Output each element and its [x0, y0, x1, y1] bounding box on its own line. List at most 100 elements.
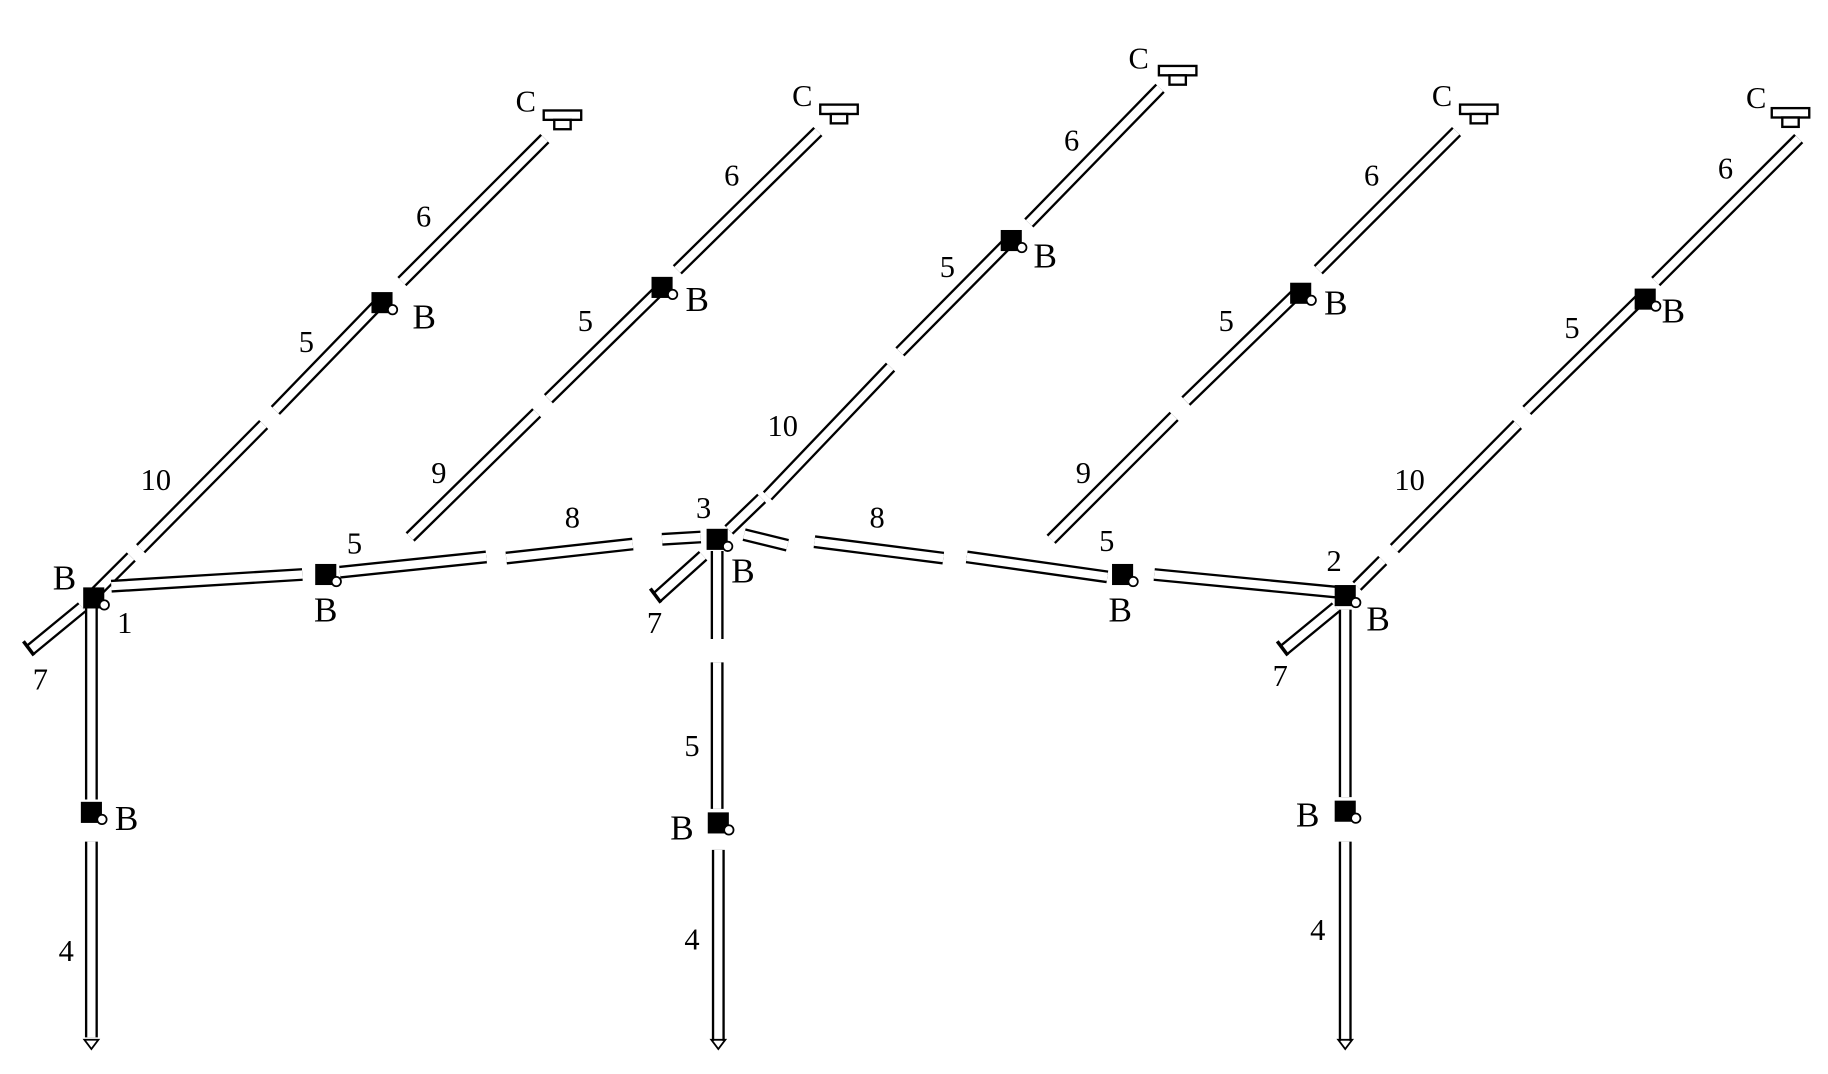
c-end-cap-body	[1781, 116, 1800, 129]
connector-label: B	[731, 552, 754, 591]
pipe-segment-fill	[111, 570, 303, 591]
b-connector-pin	[1650, 300, 1662, 312]
pipe-segment-fill	[339, 552, 487, 577]
pipe-segment-fill	[399, 135, 548, 285]
connector-label: B	[1662, 292, 1685, 331]
pipe-segment-fill	[1652, 135, 1802, 285]
part-number-label: 2	[1326, 544, 1341, 578]
end-stub	[648, 587, 663, 604]
c-end-cap-icon	[542, 109, 583, 122]
end-stub	[22, 640, 36, 657]
part-number-label: 7	[33, 662, 48, 696]
pipe-segment-fill	[505, 539, 634, 563]
pipe-segment-fill	[93, 554, 135, 595]
pipe-segment-fill	[1354, 557, 1386, 590]
b-connector-pin	[1016, 242, 1028, 254]
part-number-label: 5	[684, 729, 699, 763]
connector-label: B	[1034, 236, 1057, 275]
part-number-label: 4	[684, 922, 699, 956]
pipe-segment-fill	[726, 495, 765, 533]
pipe-segment-fill	[1153, 570, 1337, 597]
part-number-label: 5	[299, 325, 314, 359]
part-number-label: 8	[869, 501, 884, 535]
c-end-cap-icon	[1458, 103, 1499, 116]
part-number-label: 6	[1718, 151, 1733, 185]
foot-arrow-icon	[709, 1038, 728, 1051]
pipe-segment-fill	[1183, 286, 1304, 405]
part-number-label: 7	[1273, 659, 1288, 693]
pipe-segment-fill	[764, 364, 894, 499]
pipe-segment-fill	[966, 552, 1108, 581]
connector-label: B	[686, 280, 709, 319]
connector-label: B	[412, 297, 435, 336]
b-connector-pin	[1305, 294, 1317, 306]
c-end-cap-body	[1469, 112, 1489, 125]
pipe-segment-fill	[661, 532, 701, 544]
pipe-segment-fill	[653, 552, 706, 601]
connector-label: B	[1109, 590, 1132, 629]
b-connector-pin	[1350, 597, 1362, 609]
c-end-cap-icon	[1157, 64, 1198, 77]
connector-label: B	[53, 559, 76, 598]
joints	[80, 64, 1811, 1051]
pipe-segment-fill	[1048, 413, 1178, 543]
c-end-cap-body	[1168, 74, 1188, 86]
cap-label: C	[1432, 79, 1452, 113]
connector-label: B	[314, 590, 337, 629]
part-number-label: 5	[578, 304, 593, 338]
pipe-segment-fill	[1391, 421, 1521, 552]
pipe-segment-fill	[813, 537, 944, 563]
part-number-label: 6	[724, 158, 739, 192]
foot-arrow-icon	[82, 1038, 101, 1051]
c-end-cap-body	[553, 118, 572, 131]
pipe-segment-fill	[743, 530, 789, 550]
cap-label: C	[792, 79, 812, 113]
part-number-label: 5	[1219, 304, 1234, 338]
b-connector-pin	[96, 813, 108, 825]
part-number-label: 4	[59, 934, 74, 968]
b-connector-pin	[98, 599, 110, 611]
b-connector-pin	[1127, 575, 1139, 588]
end-stub	[1275, 640, 1290, 657]
part-number-label: 5	[1099, 524, 1114, 558]
part-number-label: 9	[1076, 456, 1091, 490]
cap-label: C	[1128, 41, 1148, 75]
pipe-segment-fill	[26, 604, 85, 654]
part-number-label: 6	[1064, 123, 1079, 157]
part-number-label: 5	[347, 526, 362, 560]
part-number-label: 5	[940, 250, 955, 284]
pipe-segment-fill	[1523, 292, 1647, 414]
part-number-label: 4	[1310, 913, 1325, 947]
part-number-label: 5	[1564, 311, 1579, 345]
connector-label: B	[1366, 600, 1389, 639]
part-number-label: 10	[768, 409, 798, 443]
pipe-segment-fill	[897, 237, 1014, 355]
b-connector-pin	[667, 288, 679, 301]
pipe-segment-fill	[407, 409, 540, 540]
pipe-segment-fill	[1025, 85, 1164, 226]
b-connector-pin	[330, 575, 342, 588]
foot-arrow-icon	[1336, 1038, 1355, 1051]
part-number-label: 8	[565, 501, 580, 535]
connector-label: B	[1296, 795, 1319, 834]
part-number-label: 6	[1364, 158, 1379, 192]
part-number-label: 3	[696, 491, 711, 525]
c-end-cap-icon	[819, 103, 859, 116]
part-number-label: 10	[141, 463, 171, 497]
pipe-segment-fill	[674, 128, 821, 273]
pipe-segment-fill	[137, 421, 267, 552]
cap-label: C	[516, 85, 536, 119]
pipe-segment-fill	[545, 284, 665, 402]
pipe-segment-fill	[272, 297, 385, 414]
part-number-label: 6	[416, 199, 431, 233]
pipe-segment-fill	[1315, 128, 1460, 273]
b-connector-pin	[1350, 812, 1362, 824]
connector-label: B	[115, 799, 138, 838]
b-connector-pin	[722, 540, 734, 552]
part-number-label: 10	[1394, 463, 1424, 497]
b-connector-pin	[386, 304, 399, 316]
part-number-label: 7	[647, 606, 662, 640]
